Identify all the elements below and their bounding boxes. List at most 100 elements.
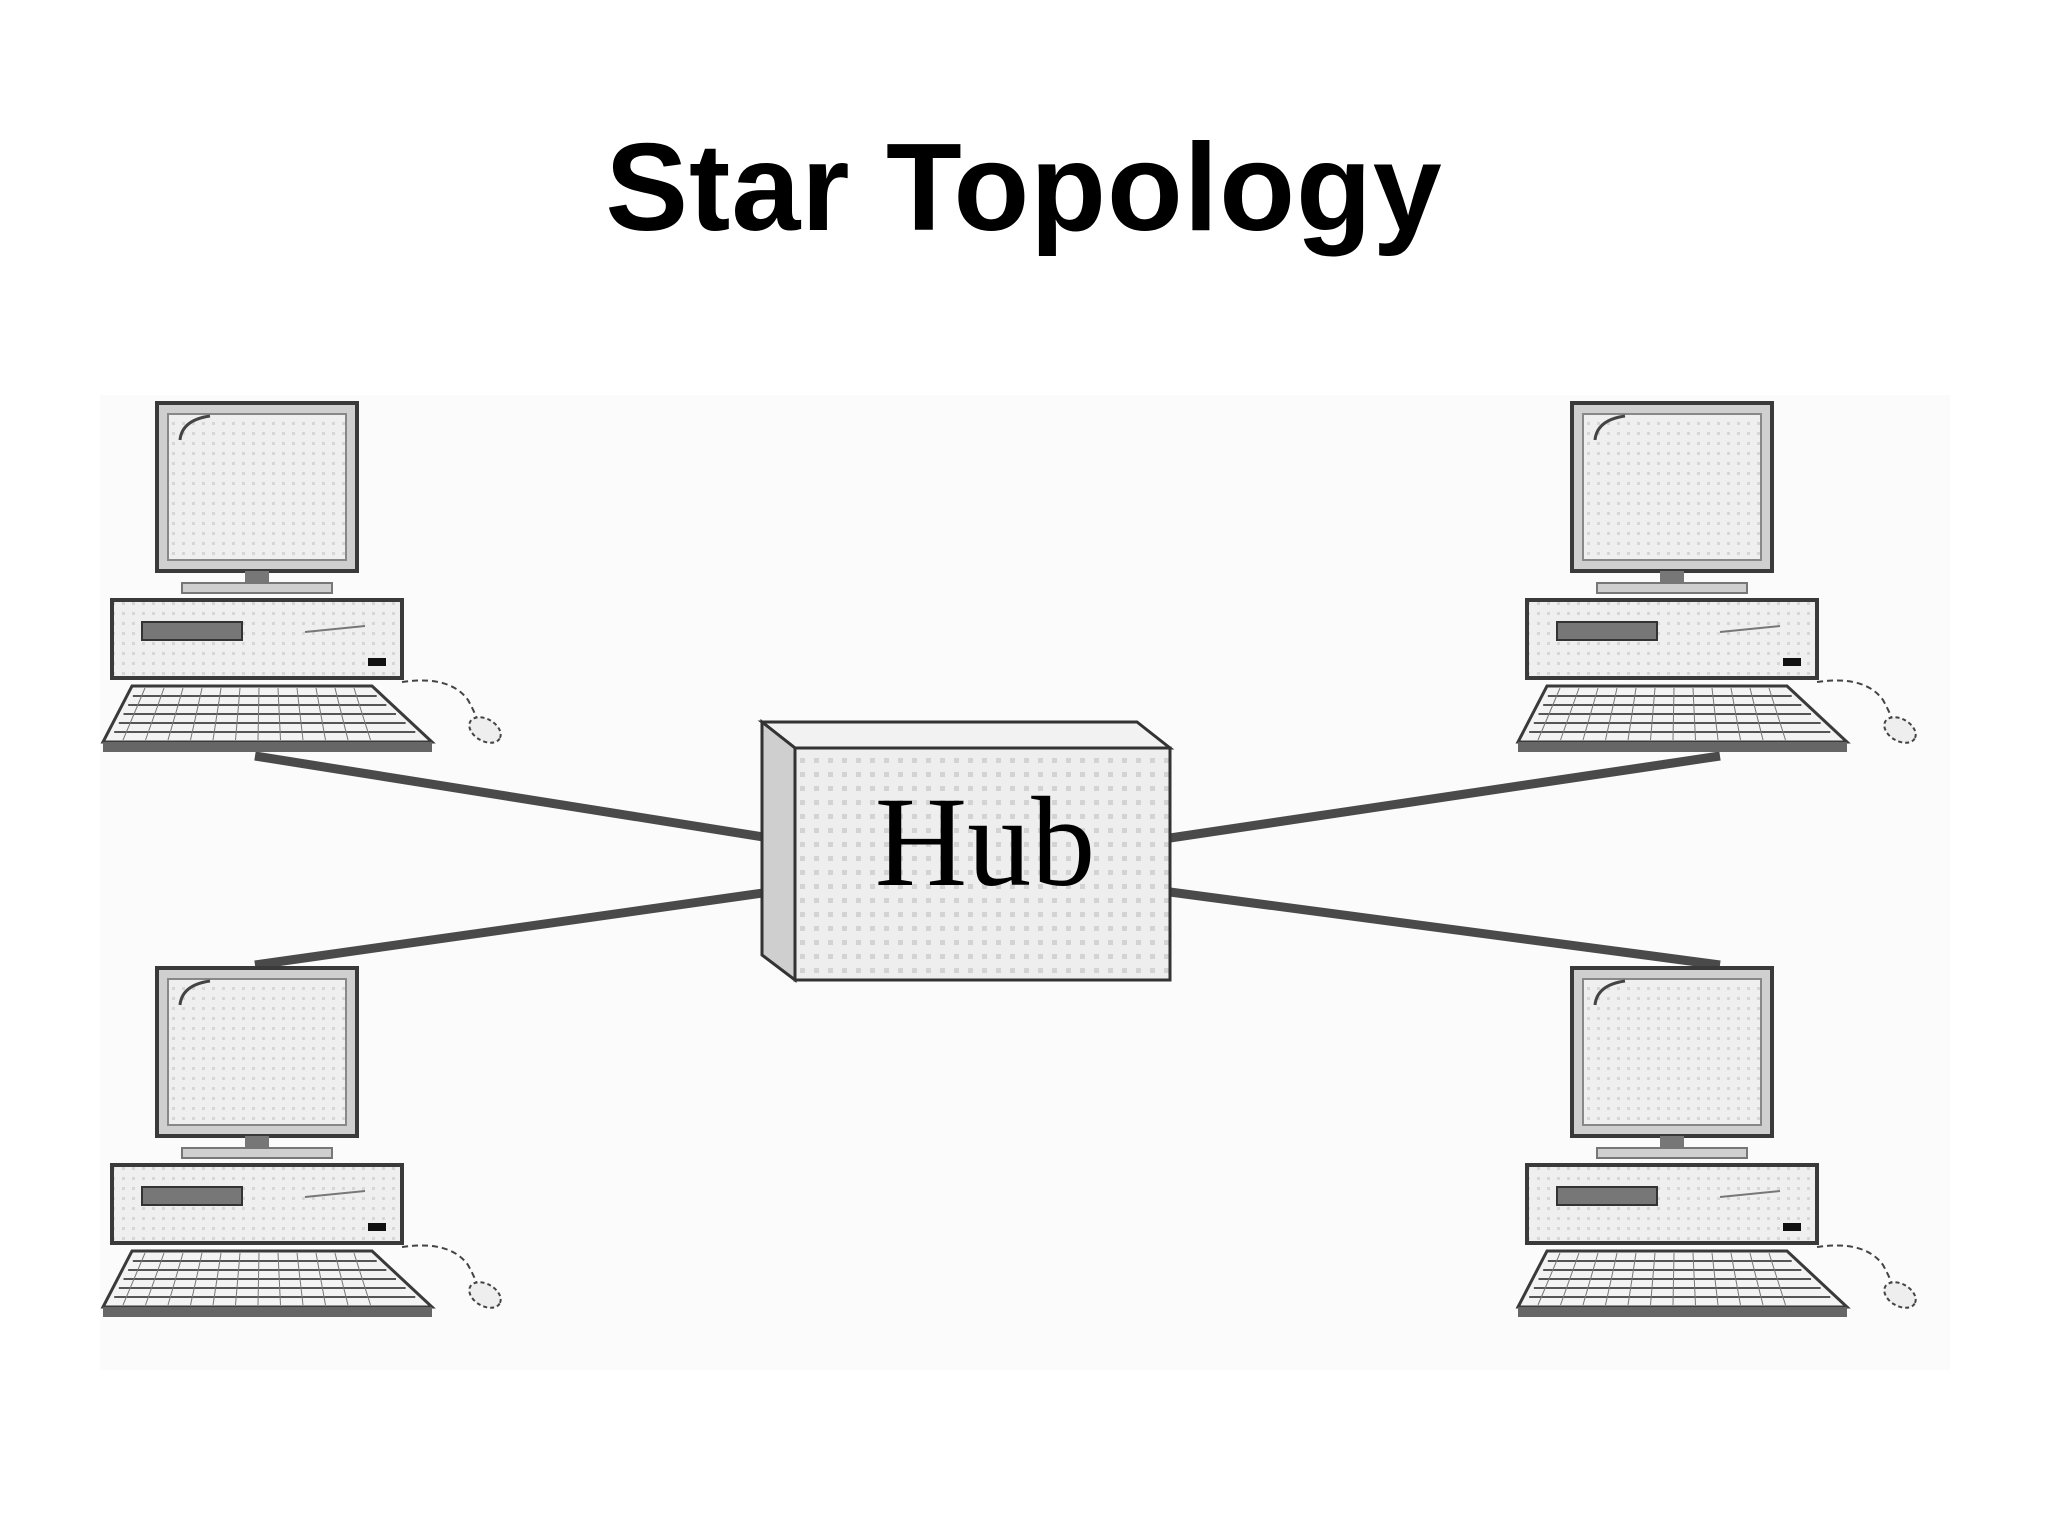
monitor-base bbox=[1596, 582, 1748, 594]
keyboard-key-divider bbox=[167, 687, 184, 741]
cable-top-left bbox=[254, 751, 771, 843]
mouse-icon bbox=[468, 716, 502, 744]
keyboard-base bbox=[1518, 1307, 1847, 1317]
keyboard-key-divider bbox=[257, 687, 260, 741]
system-unit bbox=[110, 598, 404, 680]
keyboard-key-divider bbox=[1627, 1252, 1637, 1306]
monitor-base bbox=[181, 582, 333, 594]
cable-bottom-right bbox=[1169, 887, 1721, 970]
computer-bottom-left bbox=[100, 966, 502, 1317]
drive-bay bbox=[1556, 621, 1658, 641]
keyboard-key-divider bbox=[212, 687, 222, 741]
keyboard-key-divider bbox=[1768, 1252, 1786, 1306]
keyboard-key-divider bbox=[1582, 1252, 1599, 1306]
keyboard-key-divider bbox=[1627, 687, 1637, 741]
monitor-screen bbox=[167, 413, 347, 561]
keyboard-key-divider bbox=[235, 1252, 241, 1306]
keyboard-key-divider bbox=[235, 687, 241, 741]
drive-bay bbox=[1556, 1186, 1658, 1206]
keyboard-key-divider bbox=[122, 1252, 146, 1306]
keyboard-key-divider bbox=[353, 1252, 371, 1306]
keyboard-key-divider bbox=[1730, 687, 1741, 741]
mouse-icon bbox=[468, 1281, 502, 1309]
keyboard-key-divider bbox=[1605, 1252, 1618, 1306]
screen-glare bbox=[1593, 414, 1626, 441]
power-light bbox=[368, 1223, 386, 1231]
mouse-icon bbox=[1883, 716, 1917, 744]
keyboard-key-divider bbox=[1730, 1252, 1741, 1306]
keyboard-base bbox=[103, 1307, 432, 1317]
keyboard-key-divider bbox=[257, 1252, 260, 1306]
keyboard-key-divider bbox=[1768, 687, 1786, 741]
hub-front-face bbox=[793, 746, 1172, 982]
panel-line bbox=[1719, 625, 1781, 633]
keyboard-key-divider bbox=[145, 687, 165, 741]
keyboard-key-divider bbox=[1692, 1252, 1696, 1306]
screen-glare bbox=[178, 414, 211, 441]
system-unit bbox=[1525, 1163, 1819, 1245]
keyboard-key-divider bbox=[190, 1252, 203, 1306]
power-light bbox=[368, 658, 386, 666]
panel-line bbox=[1719, 1190, 1781, 1198]
keyboard-key-divider bbox=[1560, 687, 1580, 741]
slide-title: Star Topology bbox=[605, 119, 1443, 257]
monitor-stand bbox=[1660, 571, 1684, 583]
keyboard-key-divider bbox=[1650, 1252, 1656, 1306]
keyboard-key-divider bbox=[1537, 1252, 1561, 1306]
hub-label: Hub bbox=[875, 771, 1095, 913]
drive-bay bbox=[141, 621, 243, 641]
monitor-base bbox=[1596, 1147, 1748, 1159]
keyboard-key-divider bbox=[296, 1252, 304, 1306]
monitor-stand bbox=[1660, 1136, 1684, 1148]
keyboard-key-divider bbox=[1749, 687, 1764, 741]
keyboard-key-divider bbox=[1560, 1252, 1580, 1306]
power-light bbox=[1783, 658, 1801, 666]
keyboard-key-divider bbox=[1537, 687, 1561, 741]
keyboard-key-divider bbox=[212, 1252, 222, 1306]
keyboard-key-divider bbox=[145, 1252, 165, 1306]
keyboard-key-divider bbox=[296, 687, 304, 741]
cable-bottom-left bbox=[254, 887, 771, 970]
keyboard-key-divider bbox=[1749, 1252, 1764, 1306]
drive-bay bbox=[141, 1186, 243, 1206]
keyboard-key-divider bbox=[1605, 687, 1618, 741]
monitor-stand bbox=[245, 1136, 269, 1148]
hub-top-face bbox=[757, 720, 1175, 750]
keyboard-key-divider bbox=[353, 687, 371, 741]
keyboard-key-divider bbox=[122, 687, 146, 741]
monitor-screen bbox=[1582, 978, 1762, 1126]
cable-top-right bbox=[1169, 751, 1721, 843]
monitor-base bbox=[181, 1147, 333, 1159]
hub-side-face bbox=[760, 718, 797, 984]
computer-bottom-right bbox=[1515, 966, 1917, 1317]
keyboard-key-divider bbox=[334, 1252, 349, 1306]
keyboard-key-divider bbox=[315, 687, 326, 741]
hub: Hub bbox=[757, 718, 1175, 984]
keyboard-key-divider bbox=[334, 687, 349, 741]
keyboard-key-divider bbox=[1582, 687, 1599, 741]
keyboard-key-divider bbox=[1672, 687, 1675, 741]
keyboard-key-divider bbox=[1711, 687, 1719, 741]
computers bbox=[100, 401, 1917, 1317]
keyboard-key-divider bbox=[190, 687, 203, 741]
mouse-icon bbox=[1883, 1281, 1917, 1309]
keyboard-key-divider bbox=[1672, 1252, 1675, 1306]
screen-glare bbox=[1593, 979, 1626, 1006]
keyboard-key-divider bbox=[1692, 687, 1696, 741]
keyboard-base bbox=[1518, 742, 1847, 752]
keyboard-key-divider bbox=[1711, 1252, 1719, 1306]
computer-top-left bbox=[100, 401, 502, 752]
panel-line bbox=[304, 1190, 366, 1198]
cables bbox=[254, 751, 1721, 970]
monitor-screen bbox=[1582, 413, 1762, 561]
screen-glare bbox=[178, 979, 211, 1006]
keyboard-base bbox=[103, 742, 432, 752]
monitor-stand bbox=[245, 571, 269, 583]
keyboard-key-divider bbox=[167, 1252, 184, 1306]
panel-line bbox=[304, 625, 366, 633]
keyboard-key-divider bbox=[277, 687, 281, 741]
computer-top-right bbox=[1515, 401, 1917, 752]
monitor-screen bbox=[167, 978, 347, 1126]
